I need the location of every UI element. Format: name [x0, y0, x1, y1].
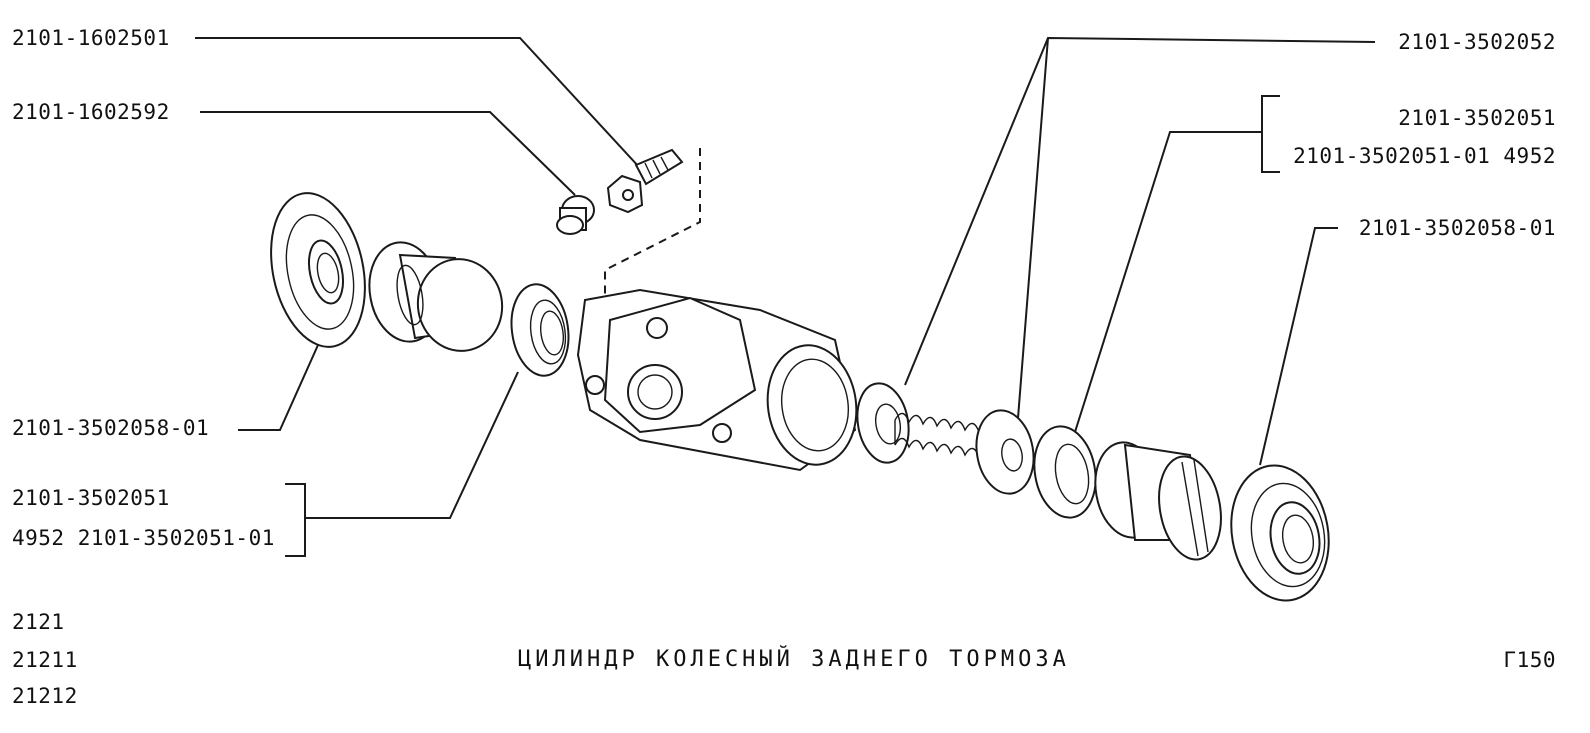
leader-bleeder-cap	[200, 111, 576, 196]
leader-lines	[195, 36, 1376, 557]
model-code-3: 21212	[12, 684, 78, 708]
label-boot-right: 2101-3502058-01	[1358, 216, 1556, 240]
hidden-line	[604, 148, 701, 300]
label-cup-right: 2101-3502051	[1398, 106, 1556, 130]
boot-right	[1230, 464, 1330, 602]
model-code-1: 2121	[12, 610, 65, 634]
leader-bleeder-screw	[195, 37, 641, 169]
piston-right	[1094, 441, 1222, 561]
cup-right	[1033, 425, 1097, 519]
leader-boot-right	[1259, 227, 1338, 466]
model-code-2: 21211	[12, 648, 78, 672]
cylinder-body	[576, 288, 858, 472]
cup-left	[510, 283, 570, 377]
bracket-left	[285, 483, 306, 557]
label-spring: 2101-3502052	[1398, 30, 1556, 54]
diagram-title: ЦИЛИНДР КОЛЕСНЫЙ ЗАДНЕГО ТОРМОЗА	[518, 647, 1070, 672]
label-bleeder-screw: 2101-1602501	[12, 26, 170, 50]
piston-left	[368, 241, 504, 352]
bracket-right	[1261, 95, 1280, 173]
bleeder-screw	[606, 148, 684, 214]
label-cup-left: 2101-3502051	[12, 486, 170, 510]
leader-cup-left	[310, 371, 519, 519]
label-cup-left-alt: 4952 2101-3502051-01	[12, 526, 275, 550]
spring-seat-right	[975, 409, 1035, 495]
leader-spring	[904, 36, 1376, 386]
boot-left	[270, 192, 366, 348]
label-bleeder-cap: 2101-1602592	[12, 100, 170, 124]
page-code: Г150	[1503, 648, 1556, 672]
label-cup-right-alt: 2101-3502051-01 4952	[1293, 144, 1556, 168]
bleeder-cap	[556, 195, 595, 235]
label-boot-left: 2101-3502058-01	[12, 416, 210, 440]
leader-spring-2	[1017, 37, 1049, 419]
leader-boot-left	[238, 344, 319, 431]
leader-cup-right	[1074, 131, 1258, 433]
spring-seat-left	[856, 382, 910, 464]
